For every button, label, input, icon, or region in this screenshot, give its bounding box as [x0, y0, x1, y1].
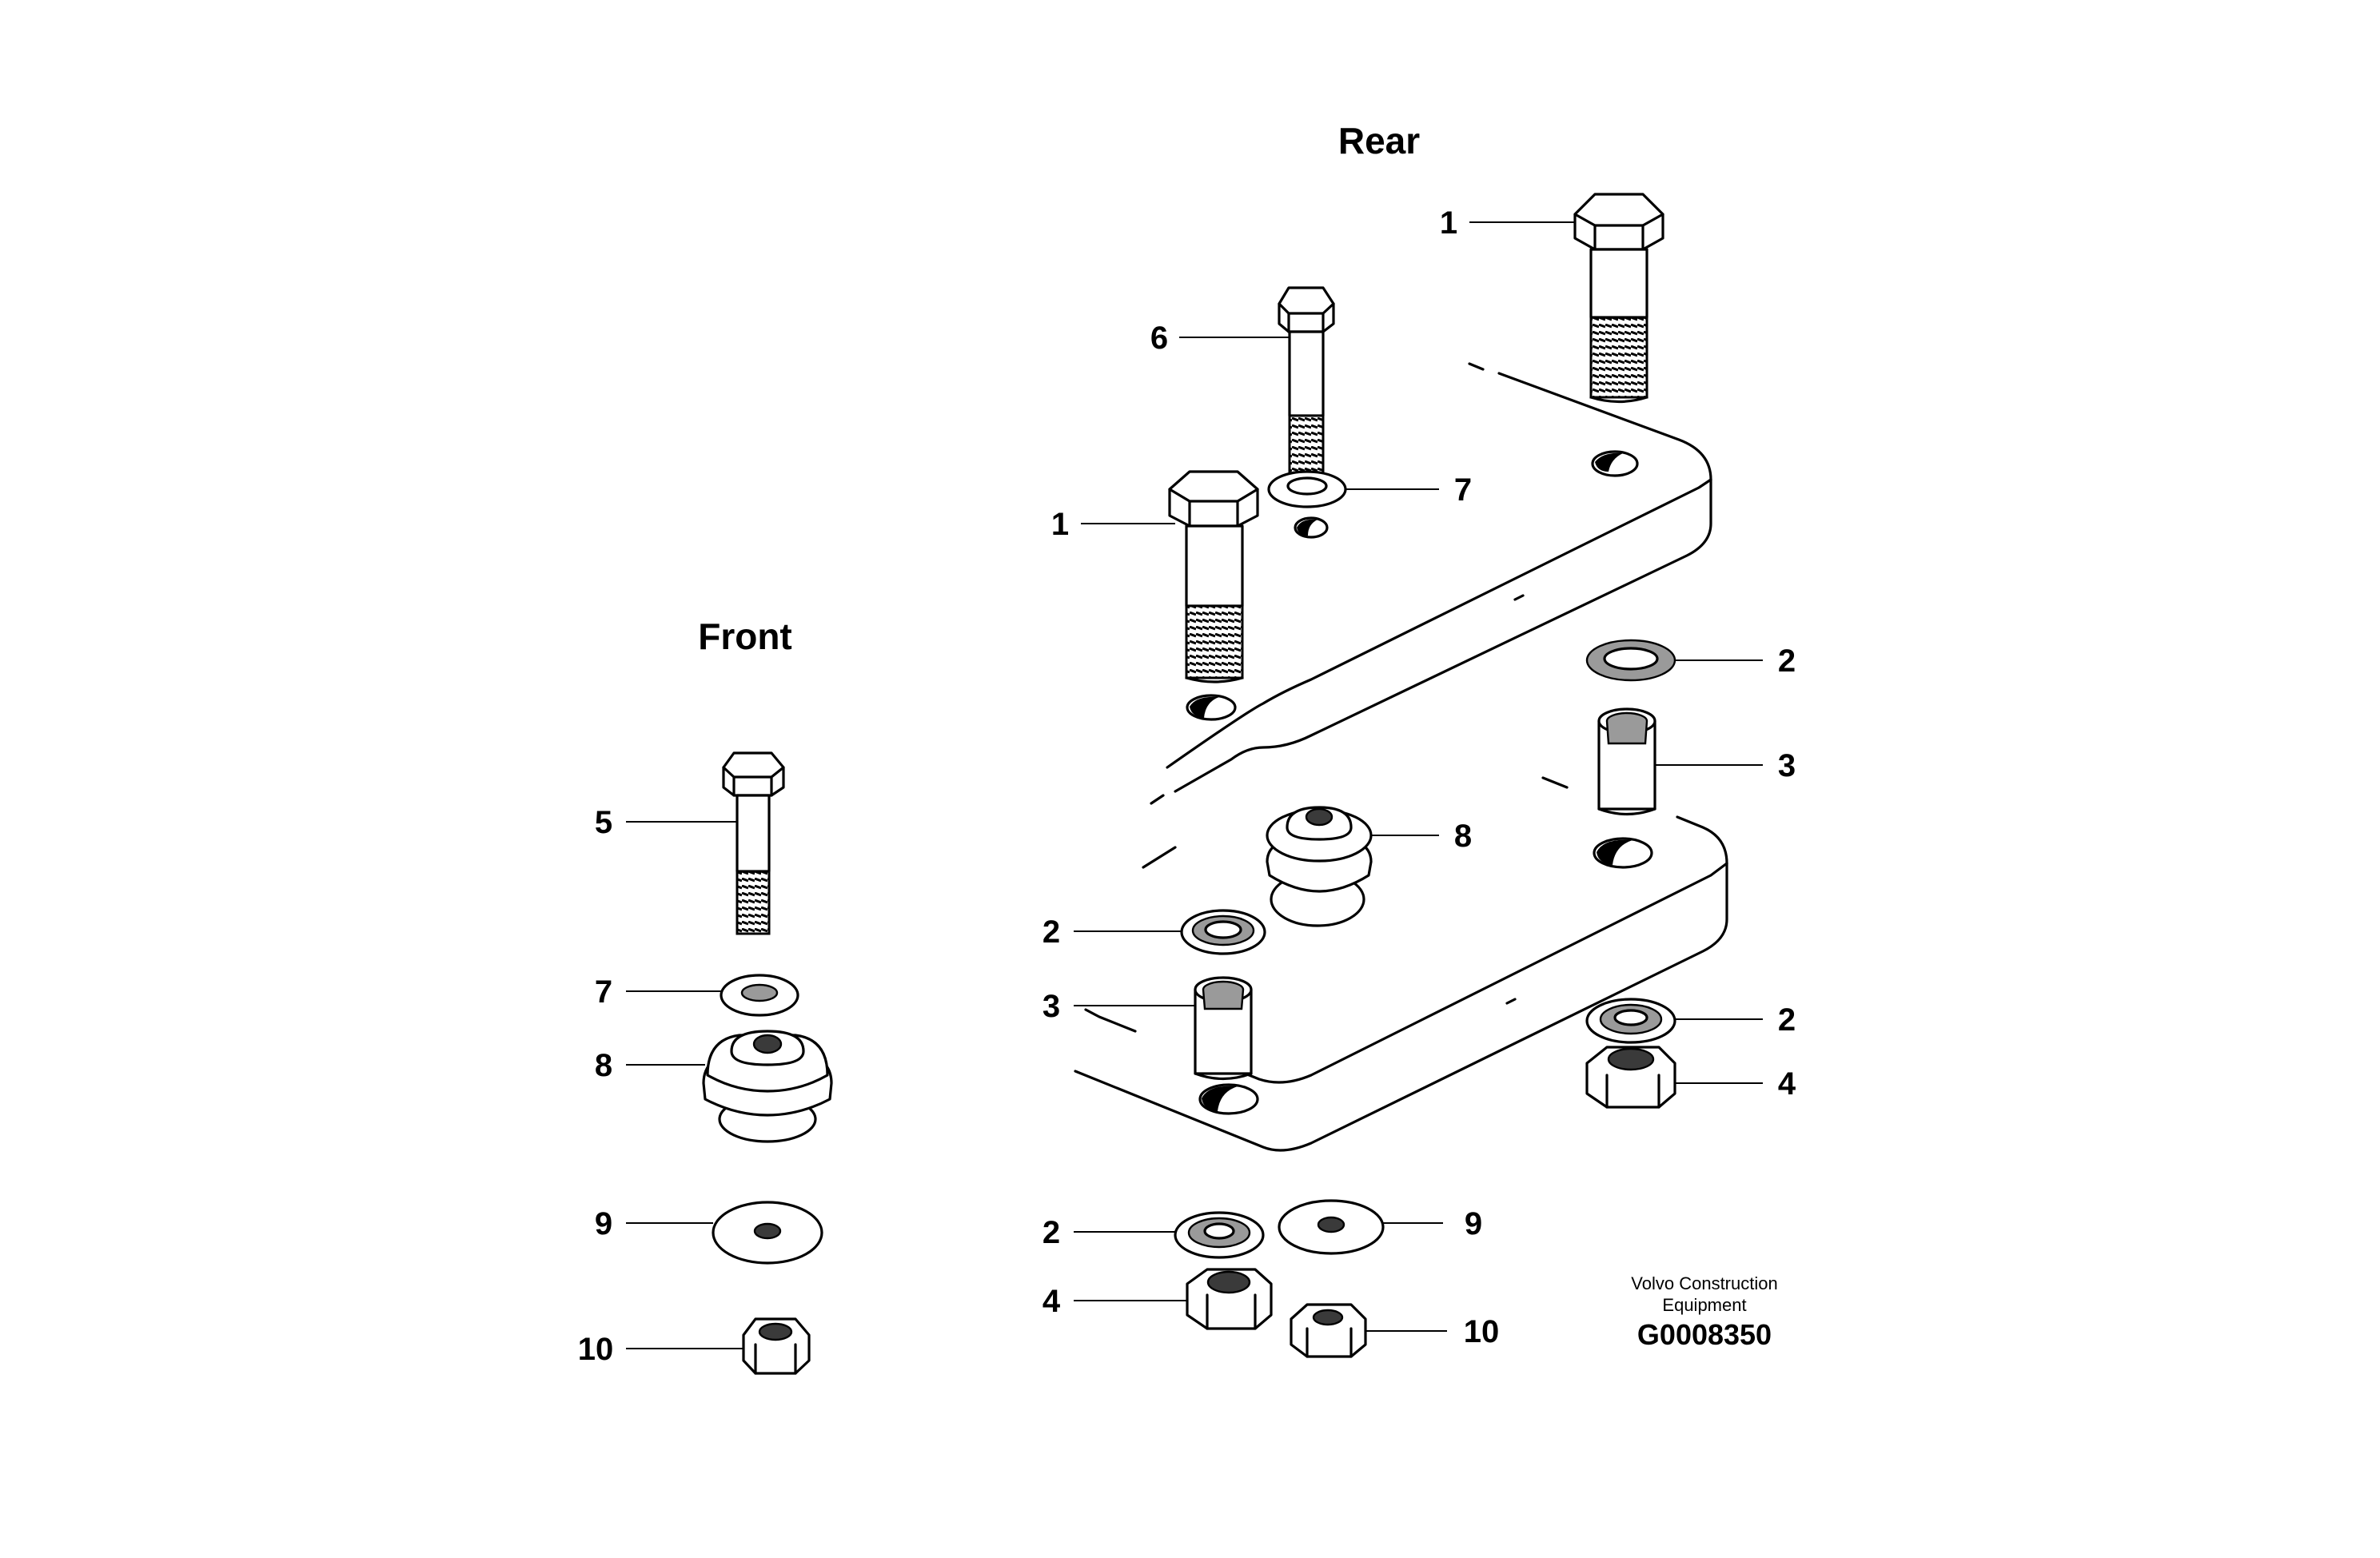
callout-3-rear-left: 3: [1042, 989, 1060, 1024]
washer-7-front: [720, 974, 799, 1017]
callout-numbers: 1 6 7 1 2 3 8 2 3 2 4 2 9 4 10 5 7 8 9 1…: [578, 205, 1796, 1367]
credit-line-2: Equipment: [1662, 1295, 1746, 1315]
hex-nut-4-rear-right: [1585, 1046, 1676, 1109]
callout-6: 6: [1150, 321, 1168, 356]
callout-2-rear-upper: 2: [1778, 644, 1796, 679]
hex-bolt-large-left: [1168, 470, 1259, 683]
callout-2-rear-right-lower: 2: [1778, 1002, 1796, 1038]
heading-front: Front: [698, 616, 792, 657]
hex-bolt-large-top: [1573, 193, 1664, 404]
callout-2-rear-left: 2: [1042, 914, 1060, 950]
hex-bolt-small-6: [1278, 286, 1335, 477]
heading-rear: Rear: [1338, 120, 1420, 161]
credit-line-1: Volvo Construction: [1631, 1273, 1777, 1293]
callout-1-top: 1: [1440, 205, 1457, 241]
upper-mounting-plate: [1142, 362, 1712, 869]
callout-9-rear: 9: [1465, 1206, 1482, 1241]
washer-9-rear: [1278, 1199, 1385, 1255]
washer-7-rear: [1267, 470, 1347, 508]
callout-10-rear: 10: [1464, 1314, 1500, 1349]
washer-2-rear-left: [1180, 909, 1266, 955]
hex-nut-4-rear-bottom: [1186, 1268, 1273, 1330]
callout-3-rear-right: 3: [1778, 748, 1796, 783]
callout-5-front: 5: [595, 805, 612, 840]
drawing-code: G0008350: [1637, 1318, 1772, 1351]
callout-10-front: 10: [578, 1332, 614, 1367]
hex-nut-10-rear: [1290, 1303, 1367, 1358]
washer-2-rear-upper: [1585, 639, 1676, 682]
washer-2-rear-bottom: [1174, 1211, 1265, 1259]
leader-lines: [626, 221, 1763, 1349]
rubber-mount-8-rear: [1266, 806, 1373, 927]
hex-nut-10-front: [742, 1317, 811, 1375]
washer-2-rear-right-lower: [1585, 998, 1676, 1044]
washer-9-front: [712, 1201, 823, 1265]
credit-block: Volvo Construction Equipment G0008350: [1631, 1273, 1777, 1351]
spacer-3-rear-left: [1194, 976, 1253, 1081]
lower-mounting-plate: [1074, 776, 1728, 1152]
callout-4-rear-bottom: 4: [1042, 1284, 1061, 1319]
callout-7-front: 7: [595, 974, 612, 1010]
callout-8-front: 8: [595, 1048, 612, 1083]
rubber-mount-8-front: [702, 1030, 833, 1143]
callout-4-rear-right: 4: [1778, 1066, 1796, 1102]
spacer-3-rear-right: [1597, 707, 1656, 816]
hex-bolt-5-front: [722, 751, 785, 935]
callout-8-rear: 8: [1454, 819, 1472, 854]
callout-2-rear-bottom: 2: [1042, 1215, 1060, 1250]
callout-9-front: 9: [595, 1206, 612, 1241]
callout-7-rear: 7: [1454, 472, 1472, 508]
callout-1-left: 1: [1051, 507, 1069, 542]
